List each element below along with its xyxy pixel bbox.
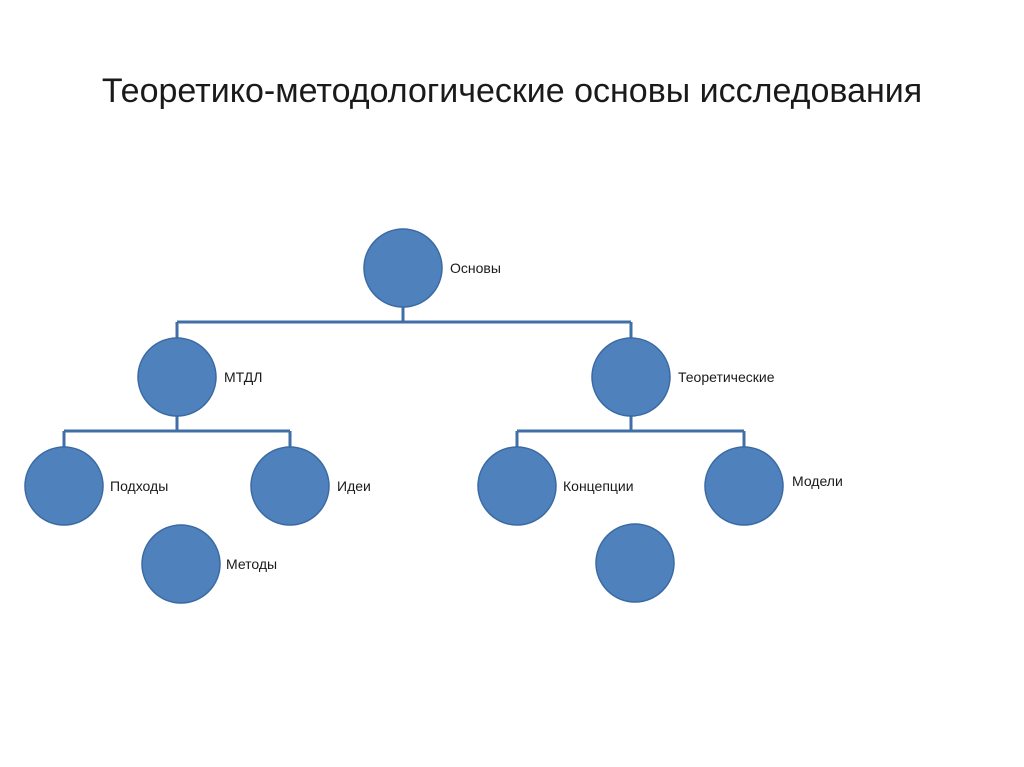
node-models-label: Модели <box>792 473 843 489</box>
node-methods: Методы <box>141 524 277 604</box>
node-theoretical: Теоретические <box>591 337 775 417</box>
node-root-label: Основы <box>450 260 501 276</box>
node-theoretical-circle <box>591 337 671 417</box>
node-concepts-label: Концепции <box>563 478 634 494</box>
node-root: Основы <box>363 228 501 308</box>
node-ideas-label: Идеи <box>337 478 371 494</box>
node-approaches: Подходы <box>24 446 168 526</box>
node-root-circle <box>363 228 443 308</box>
node-concepts-circle <box>477 446 557 526</box>
node-mtdl-circle <box>137 337 217 417</box>
node-models-circle <box>704 446 784 526</box>
connector-mtdl <box>62 416 292 447</box>
node-concepts: Концепции <box>477 446 634 526</box>
connector-theoretical <box>515 416 746 447</box>
node-ideas-circle <box>250 446 330 526</box>
node-approaches-label: Подходы <box>110 478 168 494</box>
node-blank-circle <box>595 523 675 603</box>
node-ideas: Идеи <box>250 446 371 526</box>
node-mtdl-label: МТДЛ <box>224 369 262 385</box>
node-theoretical-label: Теоретические <box>678 369 775 385</box>
node-blank <box>595 523 675 603</box>
node-methods-circle <box>141 524 221 604</box>
node-approaches-circle <box>24 446 104 526</box>
connector-root <box>175 307 633 338</box>
slide-title: Теоретико-методологические основы исслед… <box>101 72 923 110</box>
node-mtdl: МТДЛ <box>137 337 262 417</box>
node-methods-label: Методы <box>226 556 277 572</box>
node-models: Модели <box>704 446 843 526</box>
